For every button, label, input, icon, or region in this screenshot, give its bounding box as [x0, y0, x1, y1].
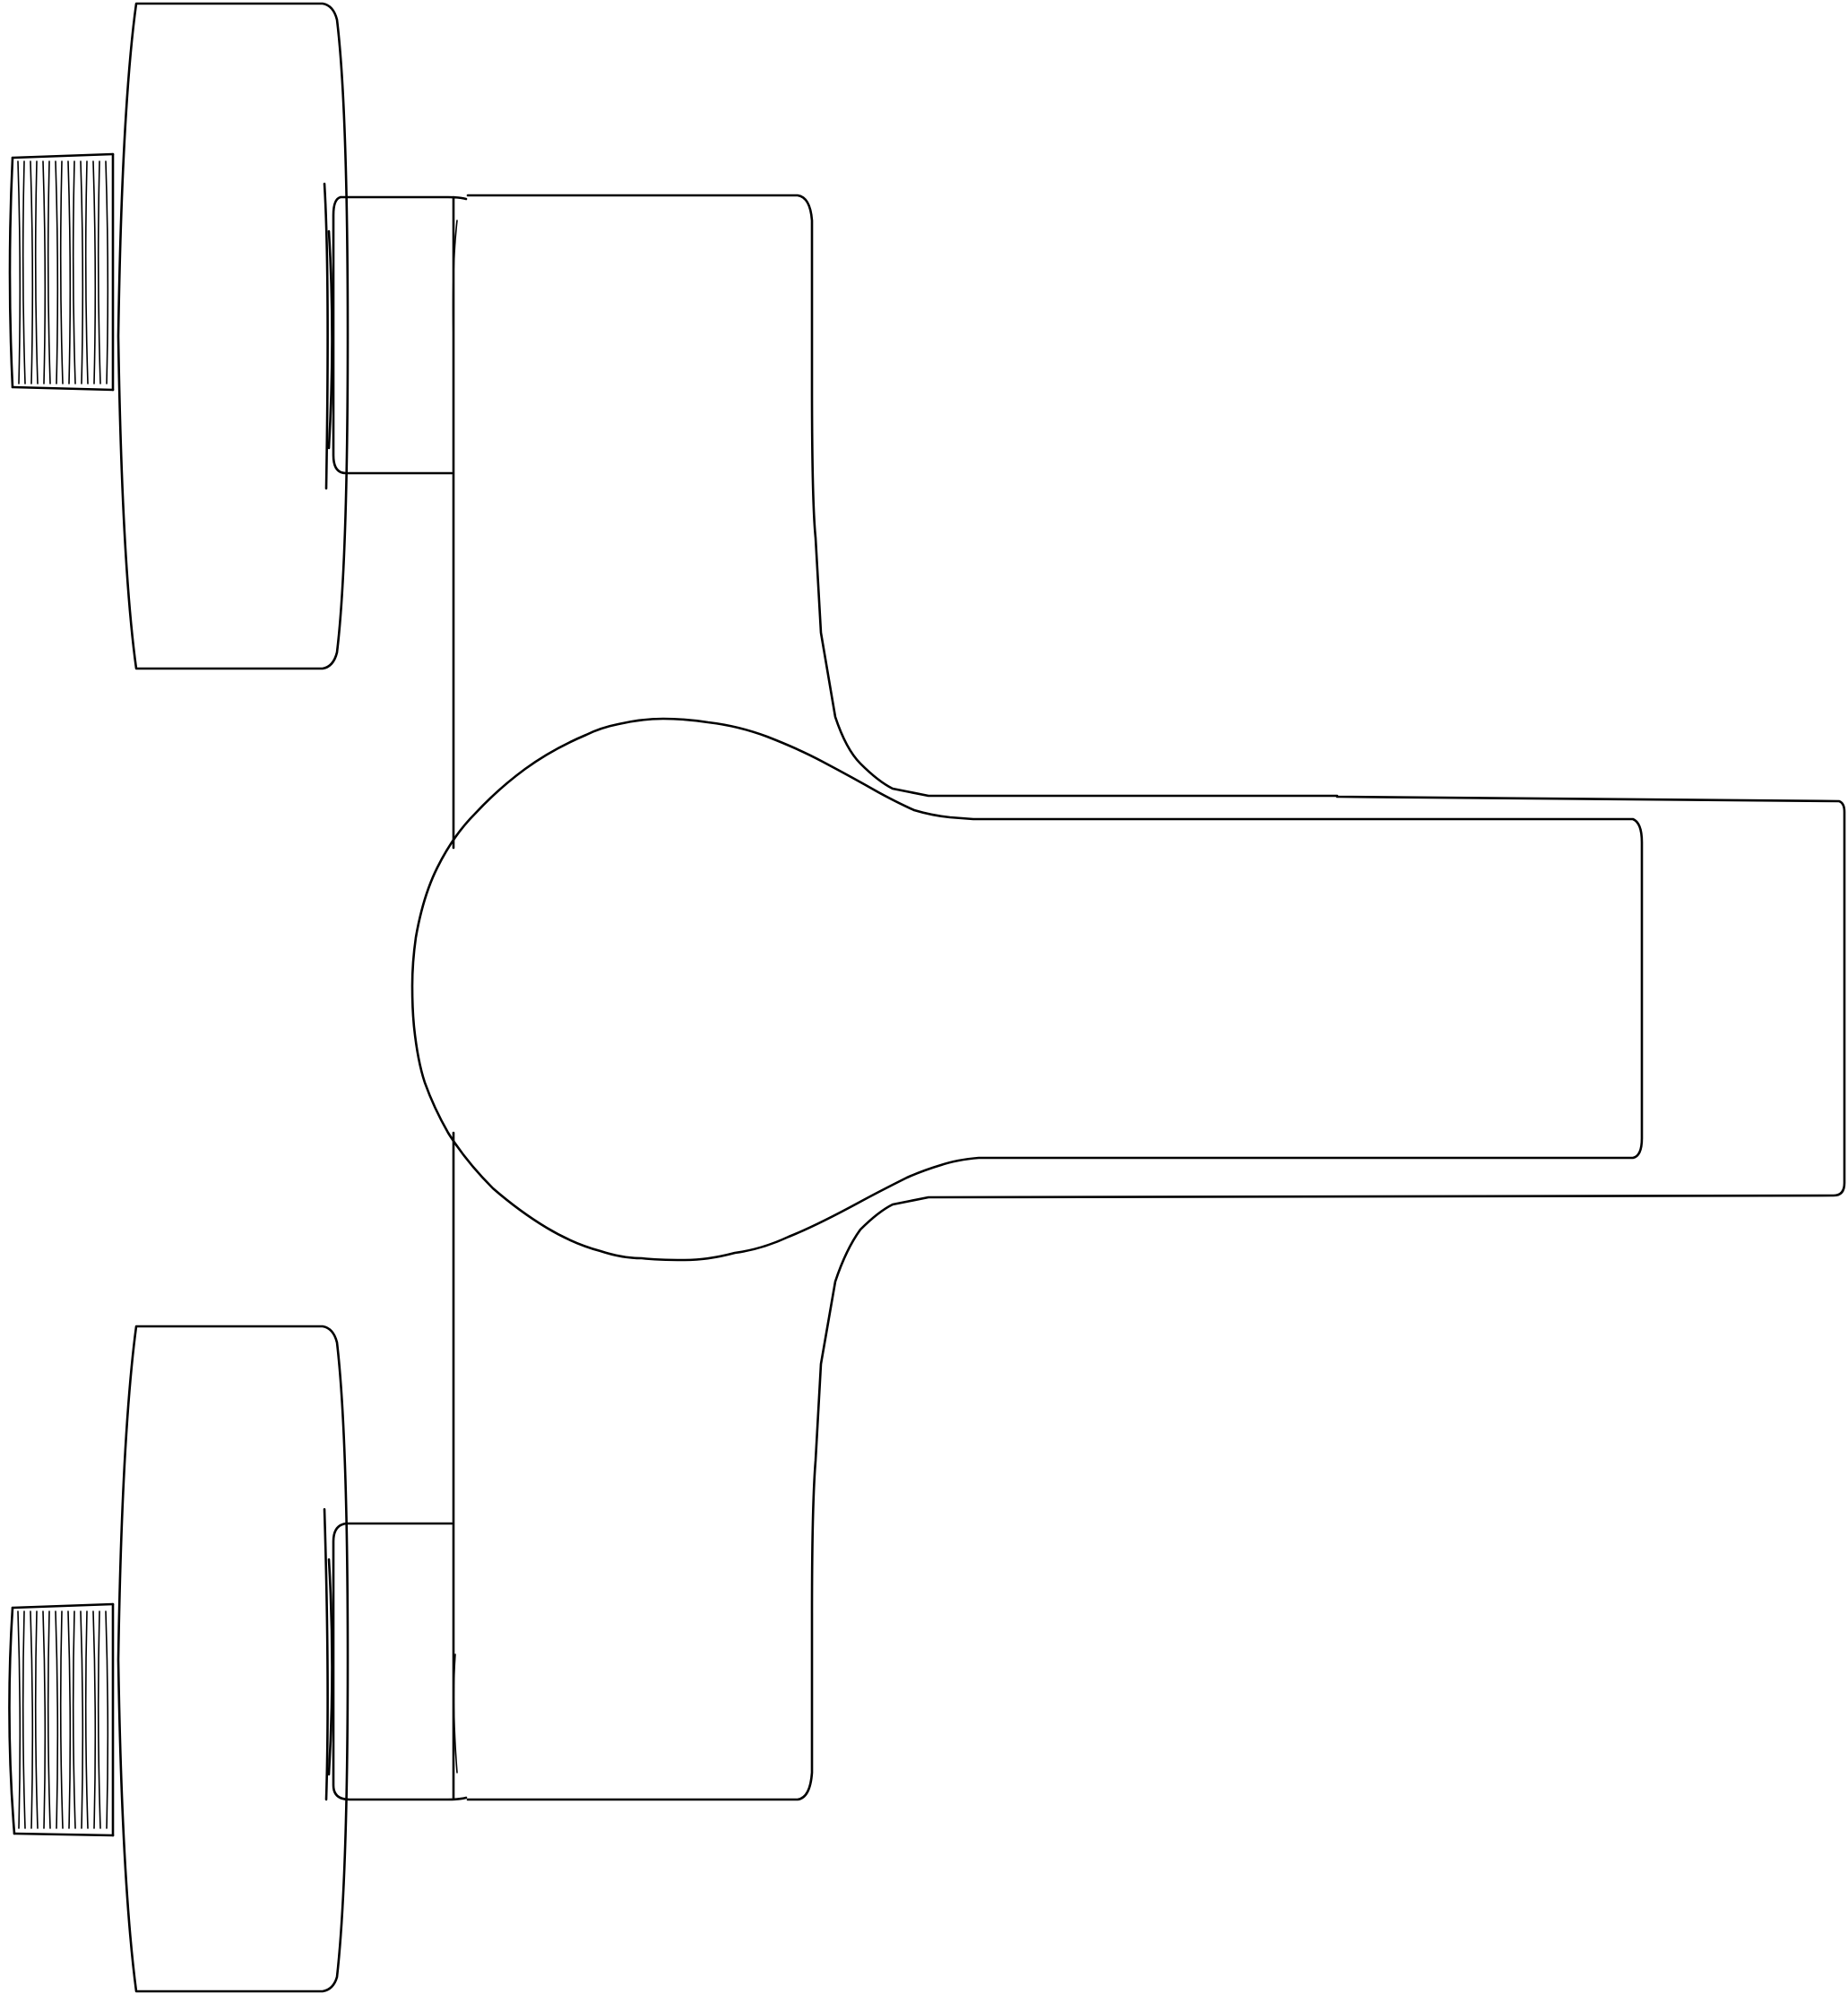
- bottom-inlet-assembly: [8, 1325, 468, 1993]
- thread-ridge: [84, 160, 89, 384]
- thread-ridge: [105, 160, 109, 384]
- thread-ridge: [17, 160, 22, 384]
- mixer-body-upper-outline: [466, 194, 1846, 1801]
- top-inlet-assembly: [8, 2, 468, 670]
- bottom-connector-ring: [323, 1507, 329, 1801]
- thread-ridge: [17, 1610, 22, 1829]
- top-connector-ring: [323, 182, 329, 490]
- thread-ridge: [97, 1610, 101, 1829]
- thread-ridge: [84, 1610, 89, 1829]
- thread-ridge: [34, 1610, 39, 1829]
- thread-ridge: [42, 1610, 47, 1829]
- bottom-threaded-inlet: [8, 1602, 115, 1837]
- thread-ridge: [72, 160, 76, 384]
- thread-ridge: [80, 160, 84, 384]
- thread-ridge: [105, 1610, 109, 1829]
- thread-ridge: [92, 1610, 97, 1829]
- thread-ridge: [72, 1610, 76, 1829]
- thread-ridge: [67, 160, 72, 384]
- thread-ridge: [30, 1610, 34, 1829]
- top-thread-ridges: [17, 160, 109, 384]
- thread-ridge: [47, 1610, 51, 1829]
- top-threaded-inlet: [8, 152, 115, 392]
- top-wall-flange: [117, 2, 350, 670]
- top-connector: [332, 195, 468, 475]
- thread-ridge: [30, 160, 34, 384]
- thread-ridge: [22, 1610, 26, 1829]
- thread-ridge: [42, 160, 47, 384]
- bottom-wall-flange: [117, 1325, 350, 1993]
- thread-ridge: [34, 160, 39, 384]
- thread-ridge: [55, 1610, 59, 1829]
- thread-ridge: [92, 160, 97, 384]
- thread-ridge: [22, 160, 26, 384]
- bottom-connector: [332, 1522, 468, 1801]
- thread-ridge: [97, 160, 101, 384]
- lever-handle-outline: [410, 717, 1644, 1262]
- thread-ridge: [59, 1610, 64, 1829]
- bottom-thread-ridges: [17, 1610, 109, 1829]
- thread-ridge: [55, 160, 59, 384]
- thread-ridge: [47, 160, 51, 384]
- thread-ridge: [80, 1610, 84, 1829]
- thread-ridge: [59, 160, 64, 384]
- mixer-body: [410, 194, 1846, 1801]
- thread-ridge: [67, 1610, 72, 1829]
